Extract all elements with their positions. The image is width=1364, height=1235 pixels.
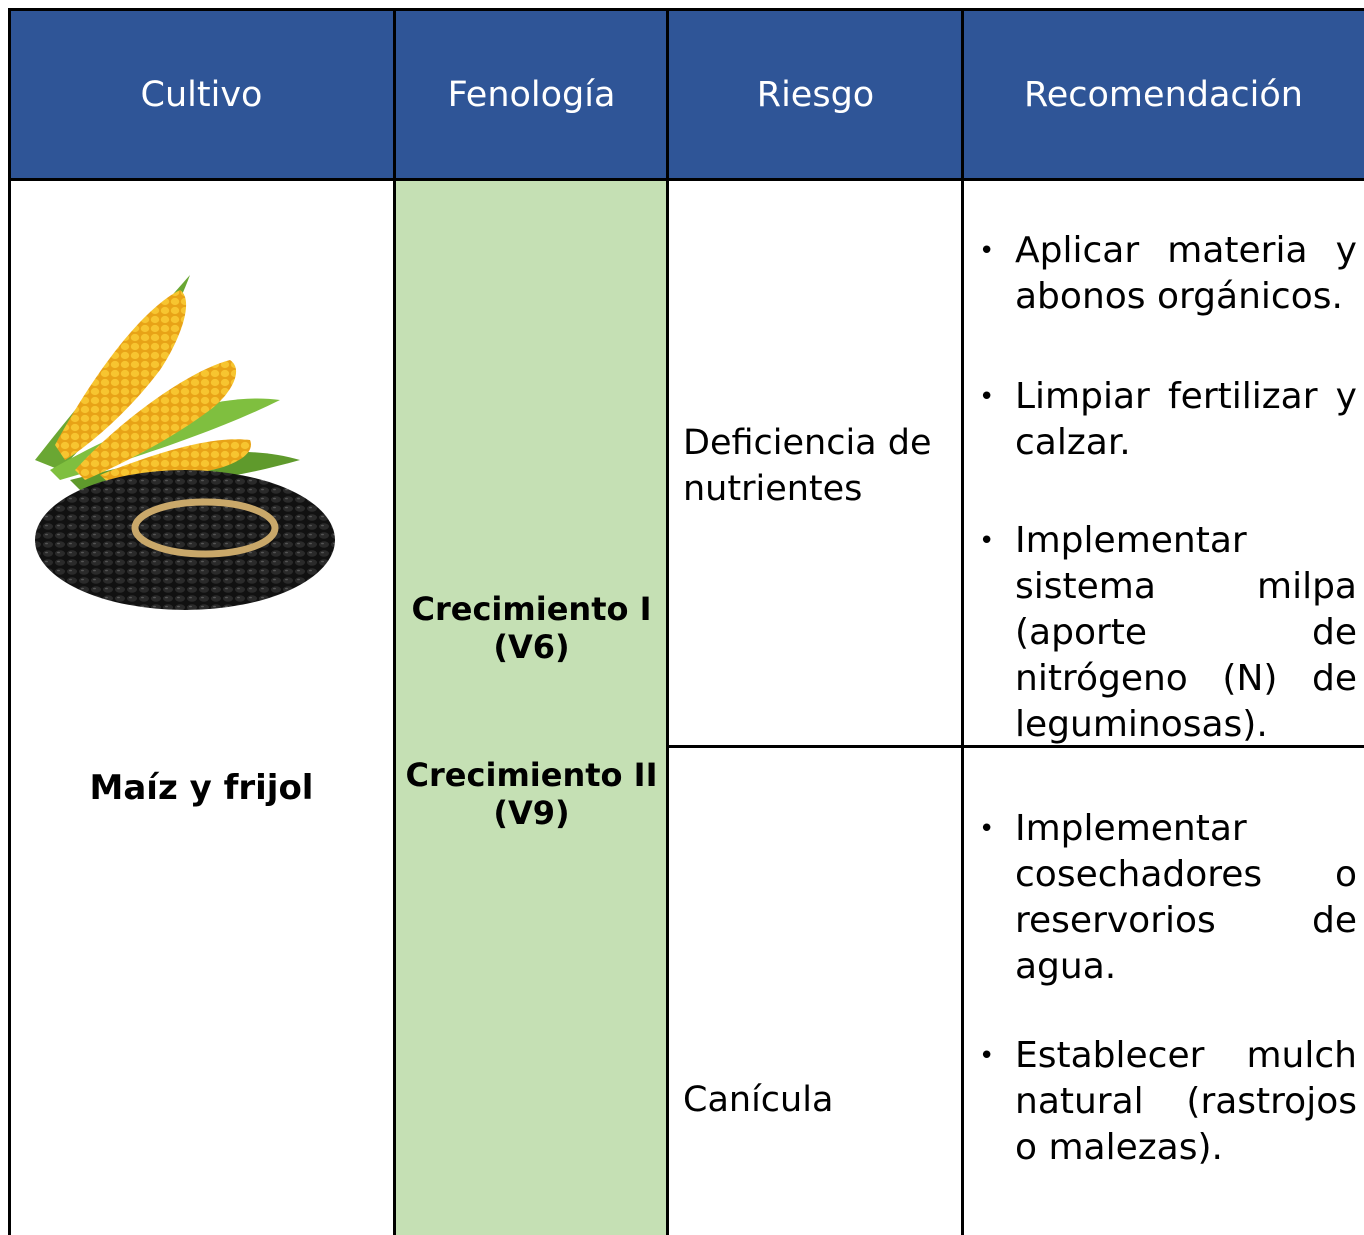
recommendation-item: Implementar cosechadores o reservorios d… bbox=[975, 806, 1357, 990]
recommendation-item: Limpiar fertilizar y calzar. bbox=[975, 374, 1357, 466]
header-riesgo: Riesgo bbox=[756, 75, 875, 115]
header-recomendacion: Recomendación bbox=[1024, 75, 1303, 115]
recommendation-item: Establecer mulch natural (rastrojos o ma… bbox=[975, 1033, 1357, 1171]
corn-and-beans-image bbox=[35, 275, 335, 610]
risk-canicula: Canícula bbox=[683, 1080, 834, 1120]
grid-line bbox=[8, 8, 1364, 11]
recommendation-item: Aplicar materia y abonos orgánicos. bbox=[975, 228, 1357, 320]
recommendation-item: Implementar sistema milpa (aporte de nit… bbox=[975, 518, 1357, 748]
grid-line bbox=[666, 10, 669, 1235]
grid-line bbox=[393, 10, 396, 1235]
risk-nutrient-deficiency: Deficiencia de nutrientes bbox=[683, 423, 932, 509]
header-cultivo: Cultivo bbox=[140, 75, 263, 115]
crop-name: Maíz y frijol bbox=[89, 768, 314, 808]
phenology-stage-2: Crecimiento II (V9) bbox=[405, 756, 658, 832]
grid-line bbox=[8, 10, 11, 1235]
grid-line bbox=[961, 10, 964, 1235]
grid-line bbox=[8, 178, 1364, 181]
table-header bbox=[8, 10, 1364, 180]
phenology-cell bbox=[395, 180, 668, 1235]
header-fenologia: Fenología bbox=[447, 75, 616, 115]
phenology-stage-1: Crecimiento I (V6) bbox=[411, 590, 652, 666]
